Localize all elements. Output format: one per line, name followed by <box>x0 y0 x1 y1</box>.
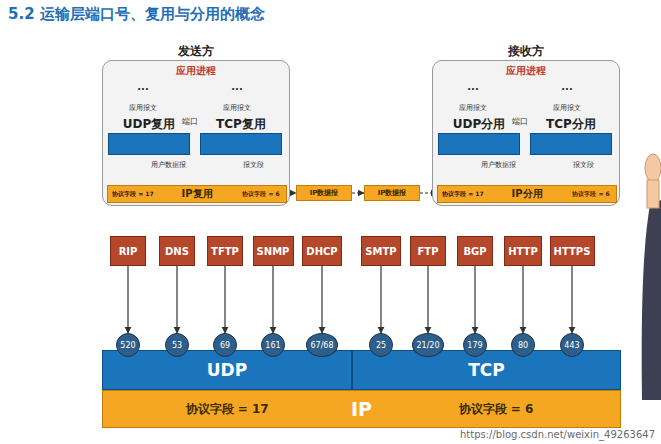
ip-band: 协议字段 = 17 IP 协议字段 = 6 <box>102 390 621 428</box>
annotation-label: 用户数据报 <box>151 160 186 170</box>
transport-box: TCP复用 <box>200 133 282 155</box>
port-circle: 520 <box>116 333 140 357</box>
node-text: 67/68 <box>310 341 333 350</box>
protocol-box: SNMP <box>253 236 294 266</box>
protocol-box: HTTPS <box>550 236 595 266</box>
port-circle: 67/68 <box>306 333 338 357</box>
connector-arrow <box>272 266 273 333</box>
annotation-label: 应用报文 <box>553 103 581 113</box>
node-text: DHCP <box>306 246 337 257</box>
port-circle: 25 <box>369 333 393 357</box>
node-text: UDP分用 <box>439 116 519 133</box>
annotation-label: 端口 <box>512 116 528 127</box>
node-text: TCP分用 <box>531 116 611 133</box>
connector-arrow <box>224 266 225 333</box>
node-text: DNS <box>165 246 189 257</box>
protocol-box: DNS <box>159 236 195 266</box>
port-circle: 161 <box>261 333 285 357</box>
node-text: 应用进程 <box>103 64 289 78</box>
node-text: RIP <box>119 246 138 257</box>
node-text: UDP复用 <box>109 116 189 133</box>
node-text: 协议字段 = 6 <box>572 190 609 199</box>
node-text: HTTPS <box>554 246 591 257</box>
connector-arrow <box>380 266 381 333</box>
node-text: FTP <box>418 246 439 257</box>
host-panel: 发送方应用进程UDP复用TCP复用协议字段 = 17IP复用协议字段 = 6 <box>102 60 290 206</box>
annotation-label: ··· <box>561 84 572 95</box>
node-text: IP数据报 <box>378 188 407 198</box>
protocol-box: FTP <box>410 236 446 266</box>
node-text: 179 <box>467 341 482 350</box>
node-text: 协议字段 = 17 <box>186 401 269 418</box>
annotation-label: 用户数据报 <box>481 160 516 170</box>
node-text: IP <box>351 398 372 420</box>
node-text: TCP <box>468 360 505 380</box>
connector-arrow <box>474 266 475 333</box>
node-text: 发送方 <box>103 43 289 60</box>
node-text: 443 <box>564 341 579 350</box>
transport-band: TCP <box>352 350 621 390</box>
annotation-label: 应用报文 <box>459 103 487 113</box>
annotation-label: ··· <box>137 84 148 95</box>
node-text: 80 <box>518 341 528 350</box>
node-text: 接收方 <box>433 43 619 60</box>
ip-layer-bar: 协议字段 = 17IP复用协议字段 = 6 <box>107 185 287 203</box>
node-text: 协议字段 = 6 <box>242 190 279 199</box>
node-text: HTTP <box>508 246 538 257</box>
port-circle: 80 <box>511 333 535 357</box>
connector-arrow <box>427 266 428 333</box>
node-text: TFTP <box>211 246 239 257</box>
protocol-box: HTTP <box>504 236 542 266</box>
annotation-label: 报文段 <box>573 160 594 170</box>
protocol-box: RIP <box>110 236 146 266</box>
node-text: SMTP <box>365 246 396 257</box>
node-text: SNMP <box>257 246 290 257</box>
transport-box: UDP复用 <box>108 133 190 155</box>
port-circle: 179 <box>463 333 487 357</box>
connector-arrow <box>176 266 177 333</box>
annotation-label: ··· <box>467 84 478 95</box>
protocol-box: BGP <box>457 236 493 266</box>
protocol-box: TFTP <box>207 236 243 266</box>
protocol-box: SMTP <box>361 236 401 266</box>
node-text: BGP <box>463 246 486 257</box>
connector-arrow <box>127 266 128 333</box>
node-text: 21/20 <box>416 341 439 350</box>
port-circle: 53 <box>165 333 189 357</box>
node-text: 协议字段 = 6 <box>459 401 534 418</box>
protocol-box: DHCP <box>302 236 342 266</box>
node-text: 25 <box>376 341 386 350</box>
node-text: IP数据报 <box>310 188 339 198</box>
node-text: 53 <box>172 341 182 350</box>
node-text: IP分用 <box>483 187 572 201</box>
watermark: https://blog.csdn.net/weixin_49263647 <box>460 429 655 440</box>
annotation-label: 报文段 <box>243 160 264 170</box>
port-circle: 443 <box>560 333 584 357</box>
host-panel: 接收方应用进程UDP分用TCP分用协议字段 = 17IP分用协议字段 = 6 <box>432 60 620 206</box>
port-circle: 69 <box>213 333 237 357</box>
annotation-label: ··· <box>231 84 242 95</box>
transport-box: UDP分用 <box>438 133 520 155</box>
ip-layer-bar: 协议字段 = 17IP分用协议字段 = 6 <box>437 185 617 203</box>
presenter-figure <box>642 154 661 400</box>
connector-arrow <box>352 192 364 193</box>
connector-arrow <box>321 266 322 333</box>
annotation-label: 应用报文 <box>223 103 251 113</box>
slide-title: 5.2 运输层端口号、复用与分用的概念 <box>8 5 265 24</box>
annotation-label: 端口 <box>182 116 198 127</box>
node-text: TCP复用 <box>201 116 281 133</box>
transport-box: TCP分用 <box>530 133 612 155</box>
connector-arrow <box>522 266 523 333</box>
ip-datagram-box: IP数据报 <box>296 185 352 201</box>
node-text: IP复用 <box>153 187 242 201</box>
node-text: 520 <box>120 341 135 350</box>
ip-datagram-box: IP数据报 <box>364 185 420 201</box>
node-text: 应用进程 <box>433 64 619 78</box>
connector-arrow <box>571 266 572 333</box>
port-circle: 21/20 <box>412 333 444 357</box>
node-text: 161 <box>265 341 280 350</box>
node-text: 69 <box>220 341 230 350</box>
node-text: UDP <box>207 360 247 380</box>
annotation-label: 应用报文 <box>129 103 157 113</box>
